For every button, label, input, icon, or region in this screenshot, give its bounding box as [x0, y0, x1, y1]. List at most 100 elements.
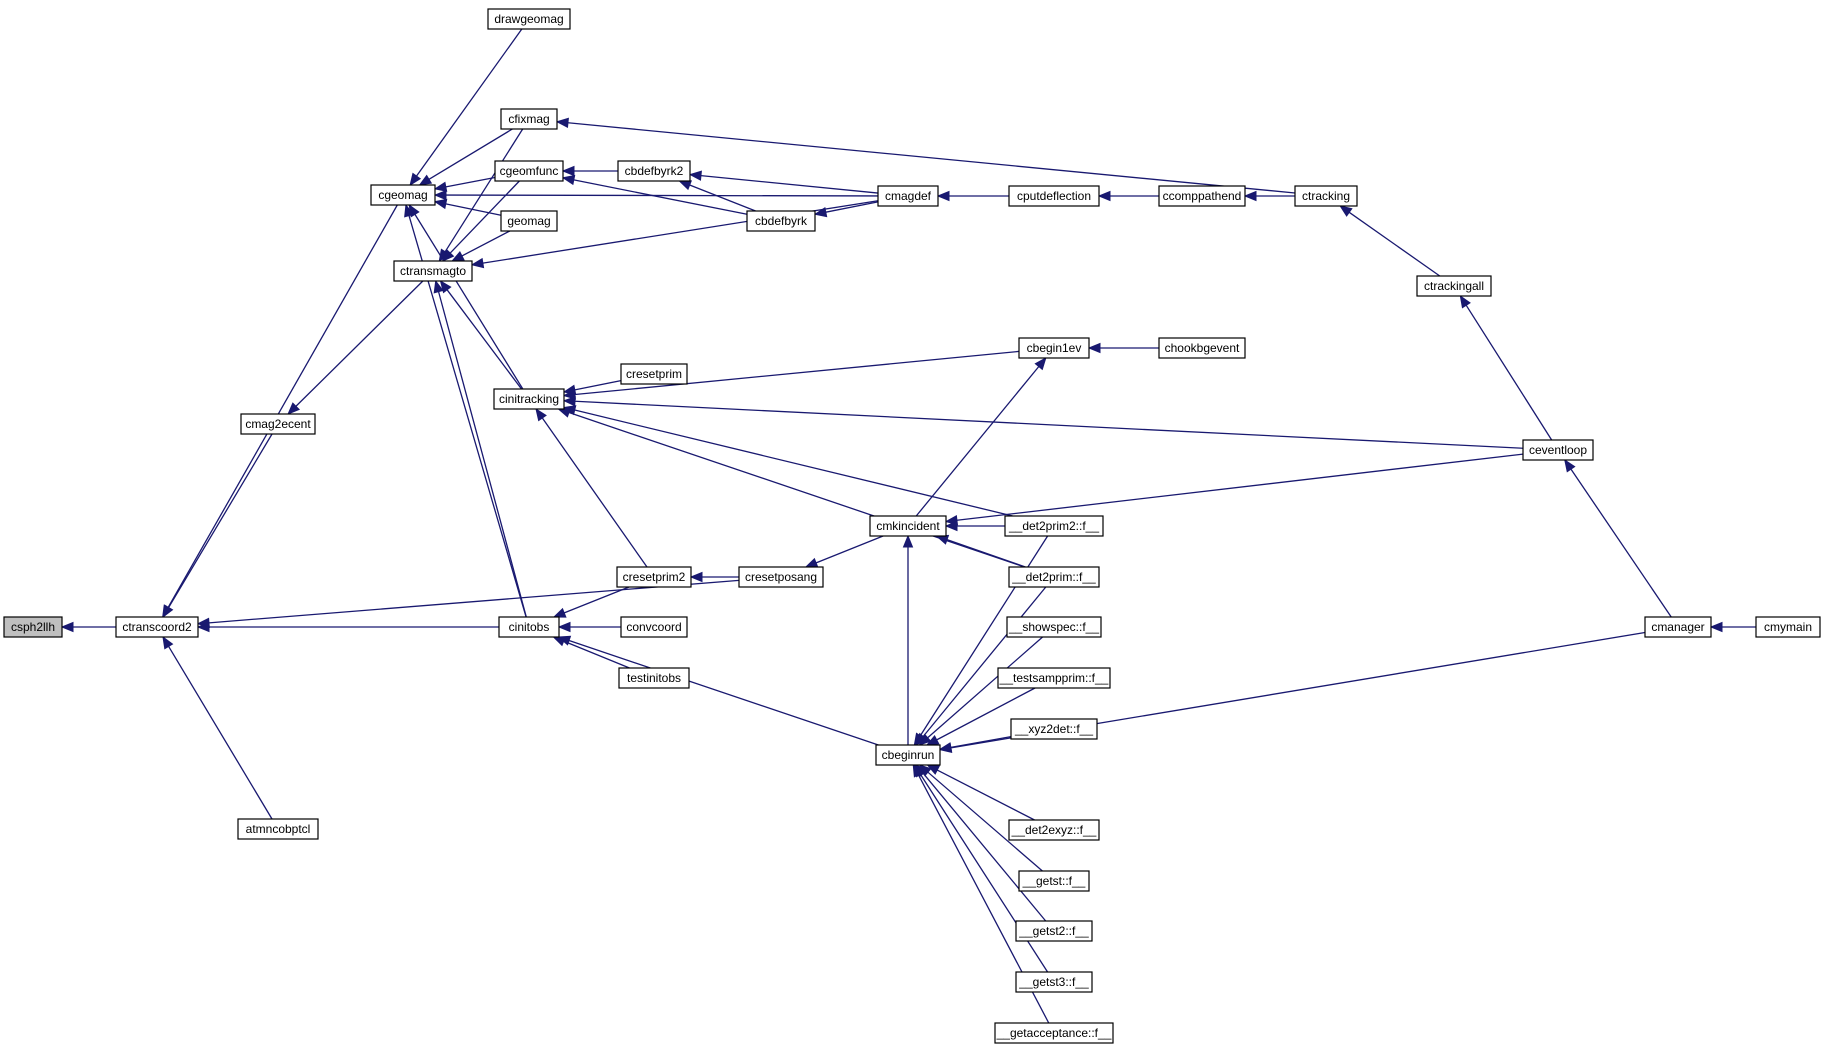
node-label: cbegin1ev	[1027, 341, 1082, 355]
node-cgeomag[interactable]: cgeomag	[370, 184, 436, 206]
node-box[interactable]	[994, 1022, 1114, 1044]
node-cmkincident[interactable]: cmkincident	[869, 515, 947, 537]
node-box[interactable]	[487, 8, 571, 30]
node-box[interactable]	[393, 260, 473, 282]
node-box[interactable]	[1644, 616, 1712, 638]
node-box[interactable]	[1416, 275, 1492, 297]
node-drawgeomag[interactable]: drawgeomag	[487, 8, 571, 30]
node-label: __getacceptance::f__	[996, 1026, 1112, 1040]
node-xyz2det[interactable]: __xyz2det::f__	[1010, 718, 1098, 740]
node-box[interactable]	[1008, 185, 1100, 207]
edge-geomag-to-ctransmagto	[461, 230, 511, 257]
node-atmncobptcl[interactable]: atmncobptcl	[237, 818, 319, 840]
node-box[interactable]	[500, 210, 558, 232]
node-ccomppathend[interactable]: ccomppathend	[1158, 185, 1246, 207]
edge-arrowhead-cgeomfunc	[561, 165, 575, 177]
node-label: cfixmag	[508, 112, 549, 126]
node-testinitobs[interactable]: testinitobs	[618, 667, 690, 689]
node-box[interactable]	[618, 667, 690, 689]
node-box[interactable]	[877, 185, 939, 207]
node-box[interactable]	[1018, 870, 1090, 892]
node-cputdeflection[interactable]: cputdeflection	[1008, 185, 1100, 207]
node-box[interactable]	[1015, 971, 1093, 993]
node-det2prim2[interactable]: __det2prim2::f__	[1004, 515, 1104, 537]
node-label: __det2exyz::f__	[1011, 823, 1097, 837]
node-box[interactable]	[1008, 819, 1100, 841]
node-box[interactable]	[1158, 185, 1246, 207]
node-ctrackingall[interactable]: ctrackingall	[1416, 275, 1492, 297]
edge-cgeomfunc-to-cgeomag	[445, 176, 496, 188]
node-cbegin1ev[interactable]: cbegin1ev	[1018, 337, 1090, 359]
node-cgeomfunc[interactable]: cgeomfunc	[494, 160, 564, 182]
node-box[interactable]	[875, 744, 941, 766]
node-box[interactable]	[738, 566, 824, 588]
node-box[interactable]	[1015, 920, 1093, 942]
node-box[interactable]	[498, 616, 560, 638]
node-geomag[interactable]: geomag	[500, 210, 558, 232]
node-cresetprim2[interactable]: cresetprim2	[616, 566, 692, 588]
node-cmanager[interactable]: cmanager	[1644, 616, 1712, 638]
node-box[interactable]	[1018, 337, 1090, 359]
node-csph2llh[interactable]: csph2llh	[3, 616, 63, 638]
node-testsampprim[interactable]: __testsampprim::f__	[997, 667, 1111, 689]
node-box[interactable]	[617, 160, 691, 182]
node-box[interactable]	[616, 566, 692, 588]
node-box[interactable]	[3, 616, 63, 638]
node-chookbgevent[interactable]: chookbgevent	[1158, 337, 1246, 359]
edge-arrowhead-cgeomag	[418, 174, 433, 186]
node-ctracking[interactable]: ctracking	[1294, 185, 1358, 207]
node-box[interactable]	[115, 616, 199, 638]
node-box[interactable]	[620, 616, 688, 638]
node-box[interactable]	[240, 413, 316, 435]
edge-arrowhead-ctranscoord2	[162, 635, 174, 650]
node-label: __getst2::f__	[1018, 924, 1089, 938]
edge-ctransmagto-to-cmag2ecent	[295, 280, 424, 407]
node-box[interactable]	[500, 108, 558, 130]
node-det2exyz[interactable]: __det2exyz::f__	[1008, 819, 1100, 841]
node-box[interactable]	[997, 667, 1111, 689]
node-box[interactable]	[1010, 718, 1098, 740]
node-getacceptance[interactable]: __getacceptance::f__	[994, 1022, 1114, 1044]
node-convcoord[interactable]: convcoord	[620, 616, 688, 638]
node-box[interactable]	[1006, 616, 1102, 638]
node-box[interactable]	[1158, 337, 1246, 359]
edge-arrowhead-cresetprim2	[689, 571, 703, 583]
node-box[interactable]	[1755, 616, 1821, 638]
node-ceventloop[interactable]: ceventloop	[1522, 439, 1594, 461]
node-cinitobs[interactable]: cinitobs	[498, 616, 560, 638]
node-cmagdef[interactable]: cmagdef	[877, 185, 939, 207]
node-cmag2ecent[interactable]: cmag2ecent	[240, 413, 316, 435]
node-box[interactable]	[237, 818, 319, 840]
node-box[interactable]	[1008, 566, 1100, 588]
node-showspec[interactable]: __showspec::f__	[1006, 616, 1102, 638]
node-cfixmag[interactable]: cfixmag	[500, 108, 558, 130]
node-det2prim[interactable]: __det2prim::f__	[1008, 566, 1100, 588]
node-ctranscoord2[interactable]: ctranscoord2	[115, 616, 199, 638]
node-box[interactable]	[493, 388, 565, 410]
node-cbdefbyrk2[interactable]: cbdefbyrk2	[617, 160, 691, 182]
node-box[interactable]	[746, 210, 816, 232]
node-cresetposang[interactable]: cresetposang	[738, 566, 824, 588]
edge-arrowhead-ctransmagto	[433, 279, 444, 294]
edge-getst-to-cbeginrun	[927, 771, 1043, 872]
edge-arrowhead-cmagdef	[936, 190, 950, 202]
node-label: __showspec::f__	[1008, 620, 1099, 634]
node-cinitracking[interactable]: cinitracking	[493, 388, 565, 410]
node-cresetprim[interactable]: cresetprim	[620, 363, 688, 385]
node-box[interactable]	[370, 184, 436, 206]
node-getst[interactable]: __getst::f__	[1018, 870, 1090, 892]
node-cbeginrun[interactable]: cbeginrun	[875, 744, 941, 766]
node-getst3[interactable]: __getst3::f__	[1015, 971, 1093, 993]
node-ctransmagto[interactable]: ctransmagto	[393, 260, 473, 282]
node-cbdefbyrk[interactable]: cbdefbyrk	[746, 210, 816, 232]
node-box[interactable]	[620, 363, 688, 385]
edge-arrowhead-cputdeflection	[1097, 190, 1111, 202]
edge-atmncobptcl-to-ctranscoord2	[168, 646, 273, 820]
node-box[interactable]	[1294, 185, 1358, 207]
node-box[interactable]	[1004, 515, 1104, 537]
node-getst2[interactable]: __getst2::f__	[1015, 920, 1093, 942]
node-cmymain[interactable]: cmymain	[1755, 616, 1821, 638]
node-box[interactable]	[1522, 439, 1594, 461]
node-box[interactable]	[869, 515, 947, 537]
node-box[interactable]	[494, 160, 564, 182]
